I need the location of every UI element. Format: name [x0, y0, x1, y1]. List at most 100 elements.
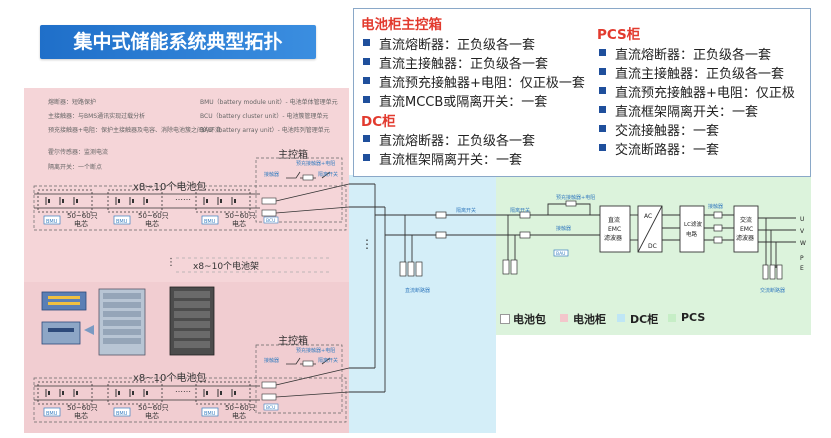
battery-rack-top: BMU BMU BMU …… BCU 预充接触器+电阻 接触器 隔离开关: [33, 157, 350, 231]
spec-item: 直流框架隔离开关：一套: [361, 149, 522, 168]
pcs-cabinet-zone: [496, 175, 811, 335]
pcs-wires: [630, 214, 796, 268]
cell-count: 50~60只: [138, 212, 169, 220]
note-hall: 霍尔传感器：监测电流: [48, 149, 109, 156]
note-bau: BAU（battery array unit）- 电池阵列管理单元: [200, 127, 330, 134]
pcs-precharge-label: 预充接触器+电阻: [556, 194, 595, 201]
legend-pack: 电池包: [513, 313, 546, 326]
dc-label: DC: [648, 243, 657, 250]
bmu-tag: BMU: [46, 411, 58, 417]
pcs-isolator-label: 隔离开关: [510, 207, 530, 214]
dc-emc-label-1: 直流: [608, 216, 620, 224]
bau-tag: BAU: [556, 251, 565, 257]
ac-label: AC: [644, 213, 652, 220]
dc-breaker-label: 直流断路器: [405, 287, 430, 294]
spec-item: 直流熔断器：正负级各一套: [361, 34, 535, 53]
cell-unit: 电芯: [232, 220, 246, 228]
cell-unit: 电芯: [74, 220, 88, 228]
note-precharge: 预充接触器+电阻：保护主接触器及电容、消除电池簇之间的环流: [48, 127, 222, 134]
rack-count: x8~10个电池架: [193, 262, 260, 272]
cell-unit: 电芯: [145, 412, 159, 420]
legend-swatch-cabinet: [560, 314, 568, 322]
dc-breaker: [399, 211, 447, 277]
spec-item: 直流主接触器：正负级各一套: [361, 53, 548, 72]
legend-swatch-pack: [500, 314, 510, 324]
cell-count: 50~60只: [67, 404, 98, 412]
bcu-tag: BCU: [266, 218, 275, 224]
precharge-label: 预充接触器+电阻: [296, 160, 335, 167]
dc-bus: [349, 183, 496, 393]
cell-count: 50~60只: [225, 404, 256, 412]
pcs-blocks: [599, 205, 759, 253]
bmu-tag: BMU: [204, 219, 216, 225]
equipment-illustration: [41, 286, 215, 356]
main-box-label-top: 主控箱: [278, 150, 308, 161]
spec-item: 直流熔断器：正负级各一套: [361, 130, 535, 149]
ac-breaker: [713, 211, 783, 280]
legend-swatch-dc: [617, 314, 625, 322]
pcs-contactor-label: 接触器: [556, 225, 571, 232]
battery-rack-bottom: BMU BMU BMU …… BCU 预充接触器+电阻 接触器 隔离开关: [33, 344, 350, 423]
bmu-tag: BMU: [204, 411, 216, 417]
pack-count-top: x8~10个电池包: [133, 182, 207, 193]
isolator-label: 隔离开关: [456, 207, 476, 214]
ac-emc-label-2: EMC: [740, 226, 753, 233]
cell-count: 50~60只: [67, 212, 98, 220]
note-bcu: BCU（battery cluster unit）- 电池簇管理单元: [200, 113, 329, 120]
dc-cabinet-zone: [349, 175, 496, 433]
terminal-p: P: [800, 255, 804, 262]
spec-item: 直流MCCB或隔离开关：一套: [361, 91, 547, 110]
spec-panel: 电池柜主控箱 直流熔断器：正负级各一套 直流主接触器：正负级各一套 直流预充接触…: [353, 8, 811, 177]
cell-count: 50~60只: [225, 212, 256, 220]
isolator-label: 隔离开关: [318, 171, 338, 178]
svg-text:⋮: ⋮: [166, 257, 176, 268]
bmu-tag: BMU: [116, 411, 128, 417]
cells-bottom: [45, 388, 236, 398]
ac-contactor-label: 接触器: [708, 203, 723, 210]
terminal-u: U: [800, 216, 804, 223]
cell-unit: 电芯: [74, 412, 88, 420]
svg-text:……: ……: [175, 193, 191, 202]
spec-item: 直流框架隔离开关：一套: [597, 101, 758, 120]
spec-item: 直流预充接触器+电阻：仅正极: [597, 82, 795, 101]
contactor-label: 接触器: [264, 357, 279, 364]
svg-text:……: ……: [175, 385, 191, 394]
spec-item: 直流熔断器：正负级各一套: [597, 44, 771, 63]
legend-dc: DC柜: [630, 313, 659, 326]
pack-count-bottom: x8~10个电池包: [133, 373, 207, 384]
terminal-w: W: [800, 240, 806, 247]
note-fuse: 熔断器：短路保护: [48, 99, 97, 106]
cells-top: [45, 196, 236, 206]
cell-unit: 电芯: [232, 412, 246, 420]
ac-emc-label-1: 交流: [740, 216, 752, 224]
dc-emc-label-3: 滤波器: [604, 234, 622, 242]
spec-item: 直流主接触器：正负级各一套: [597, 63, 784, 82]
svg-text:⋮: ⋮: [361, 237, 373, 251]
isolator-label: 隔离开关: [318, 357, 338, 364]
lc-filter-label-1: LC滤波: [684, 220, 702, 228]
spec-item: 直流预充接触器+电阻：仅正极一套: [361, 72, 585, 91]
cell-count: 50~60只: [138, 404, 169, 412]
cell-unit: 电芯: [145, 220, 159, 228]
contactor-label: 接触器: [264, 171, 279, 178]
terminal-v: V: [800, 228, 805, 235]
lc-filter-label-2: 电路: [686, 230, 698, 238]
bcu-tag: BCU: [266, 405, 275, 411]
ac-breaker-label: 交流断路器: [760, 287, 785, 294]
main-box-heading: 电池柜主控箱: [361, 17, 442, 33]
main-box-label-bottom: 主控箱: [278, 336, 308, 347]
terminal-e: E: [800, 265, 804, 272]
precharge-label: 预充接触器+电阻: [296, 347, 335, 354]
pcs-components: [502, 200, 577, 275]
spec-item: 交流接触器：一套: [597, 120, 719, 139]
dc-emc-label-2: EMC: [608, 226, 621, 233]
bmu-tag: BMU: [116, 219, 128, 225]
legend-pcs: PCS: [681, 311, 706, 324]
dc-heading: DC柜: [361, 114, 396, 130]
page-title: 集中式储能系统典型拓扑: [40, 25, 316, 59]
spec-item: 交流断路器：一套: [597, 139, 719, 158]
bmu-tag: BMU: [46, 219, 58, 225]
note-main-contactor: 主接触器：与BMS通讯实现过载分析: [48, 113, 146, 120]
legend-cabinet: 电池柜: [573, 313, 606, 326]
